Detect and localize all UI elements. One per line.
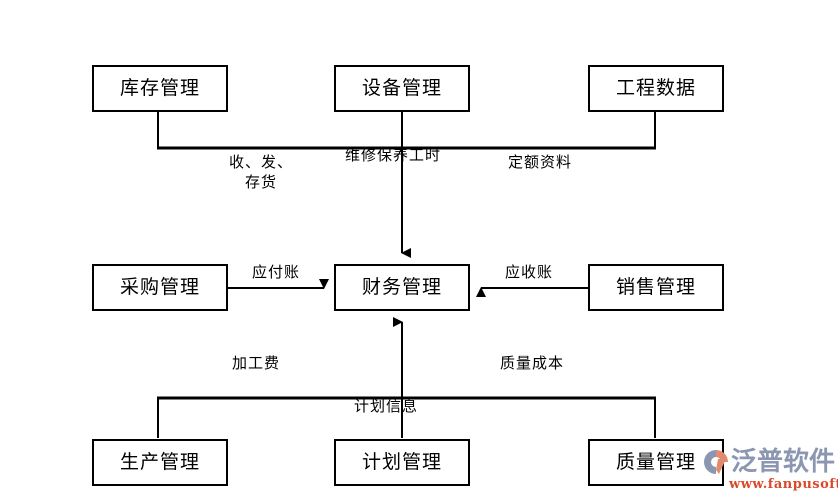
watermark: 泛普软件 www.fanpusoft.com <box>703 449 838 491</box>
node-engineering[interactable]: 工程数据 <box>588 65 724 112</box>
node-purchasing-label: 采购管理 <box>119 276 200 298</box>
node-engineering-label: 工程数据 <box>615 77 696 99</box>
edge-label-accounts-receivable: 应收账 <box>505 263 554 281</box>
edge-label-receipt-issue-stock: 收、发、存货 <box>228 153 293 191</box>
node-finance-label: 财务管理 <box>361 276 442 298</box>
node-finance[interactable]: 财务管理 <box>334 264 470 311</box>
fanpu-logo-icon <box>704 450 728 474</box>
node-inventory[interactable]: 库存管理 <box>92 65 228 112</box>
node-quality-label: 质量管理 <box>615 451 696 473</box>
node-purchasing[interactable]: 采购管理 <box>92 264 228 311</box>
node-planning-label: 计划管理 <box>361 451 442 473</box>
edge-label-plan-information: 计划信息 <box>354 397 419 415</box>
node-sales[interactable]: 销售管理 <box>588 264 724 311</box>
edge-label-quota-data: 定额资料 <box>508 153 573 171</box>
edge-label-processing-fee: 加工费 <box>232 354 281 372</box>
node-production[interactable]: 生产管理 <box>92 439 228 486</box>
edge-label-quality-cost: 质量成本 <box>500 354 565 372</box>
node-planning[interactable]: 计划管理 <box>334 439 470 486</box>
watermark-url-text: www.fanpusoft.com <box>729 477 838 492</box>
node-inventory-label: 库存管理 <box>119 77 200 99</box>
watermark-brand-row: 泛普软件 <box>703 449 835 475</box>
node-equipment-label: 设备管理 <box>361 77 442 99</box>
edge-label-accounts-payable: 应付账 <box>252 263 301 281</box>
watermark-brand-text: 泛普软件 <box>731 447 836 477</box>
node-production-label: 生产管理 <box>119 451 200 473</box>
node-equipment[interactable]: 设备管理 <box>334 65 470 112</box>
node-sales-label: 销售管理 <box>615 276 696 298</box>
edge-label-maintenance-hours: 维修保养工时 <box>345 146 442 164</box>
